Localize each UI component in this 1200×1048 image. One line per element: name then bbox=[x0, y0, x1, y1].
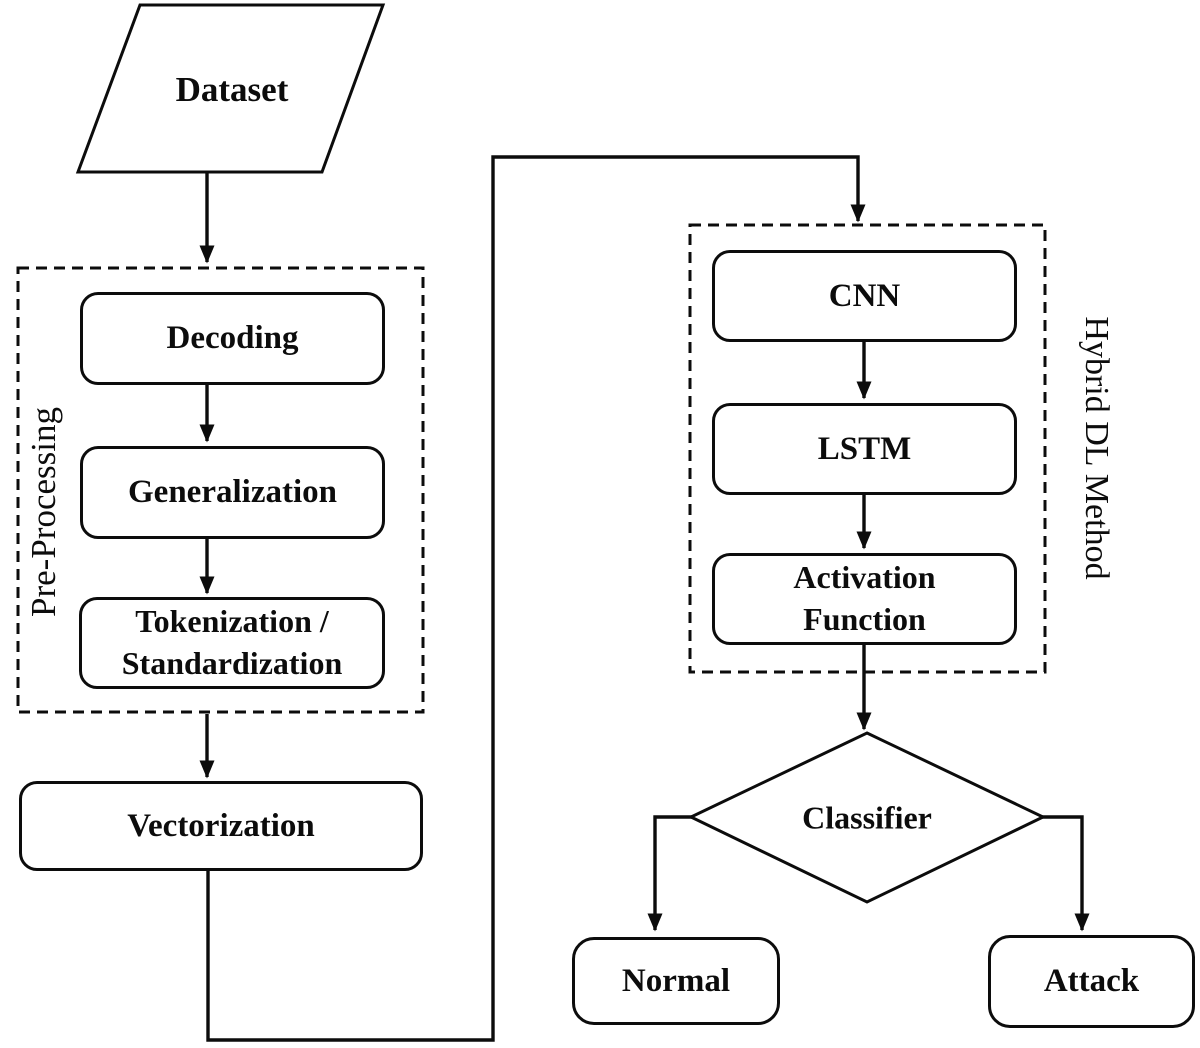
normal-label: Normal bbox=[621, 962, 731, 999]
activation-function-node: Activation Function bbox=[712, 553, 1017, 645]
dataset-parallelogram bbox=[75, 3, 386, 174]
cnn-label: CNN bbox=[828, 277, 901, 314]
arrow-classifier-to-attack bbox=[1042, 815, 1090, 932]
tokenization-label-line1: Tokenization / bbox=[135, 603, 329, 640]
classifier-diamond bbox=[687, 731, 1047, 904]
decoding-label: Decoding bbox=[166, 320, 299, 357]
vectorization-label: Vectorization bbox=[127, 807, 315, 844]
cnn-node: CNN bbox=[712, 250, 1017, 342]
arrow-classifier-to-normal bbox=[647, 815, 692, 932]
generalization-label: Generalization bbox=[128, 474, 337, 511]
classifier-label: Classifier bbox=[802, 799, 932, 836]
generalization-node: Generalization bbox=[80, 446, 385, 539]
activation-label-line2: Function bbox=[803, 601, 926, 637]
dataset-label: Dataset bbox=[175, 70, 289, 109]
lstm-node: LSTM bbox=[712, 403, 1017, 495]
normal-result-node: Normal bbox=[572, 937, 780, 1025]
attack-label: Attack bbox=[1043, 963, 1140, 1000]
hybrid-dl-group-border bbox=[688, 223, 1047, 674]
tokenization-label-line2: Standardization bbox=[121, 645, 343, 681]
connector-vectorization-to-hybrid-dl bbox=[206, 155, 866, 1042]
lstm-label: LSTM bbox=[817, 430, 912, 467]
decoding-node: Decoding bbox=[80, 292, 385, 385]
activation-label-line1: Activation bbox=[793, 559, 936, 596]
hybrid-dl-group-label: Hybrid DL Method bbox=[1078, 316, 1115, 580]
preprocessing-group-label: Pre-Processing bbox=[24, 407, 63, 617]
vectorization-node: Vectorization bbox=[19, 781, 423, 871]
attack-result-node: Attack bbox=[988, 935, 1195, 1028]
preprocessing-group-border bbox=[16, 266, 425, 714]
tokenization-standardization-node: Tokenization / Standardization bbox=[79, 597, 385, 689]
